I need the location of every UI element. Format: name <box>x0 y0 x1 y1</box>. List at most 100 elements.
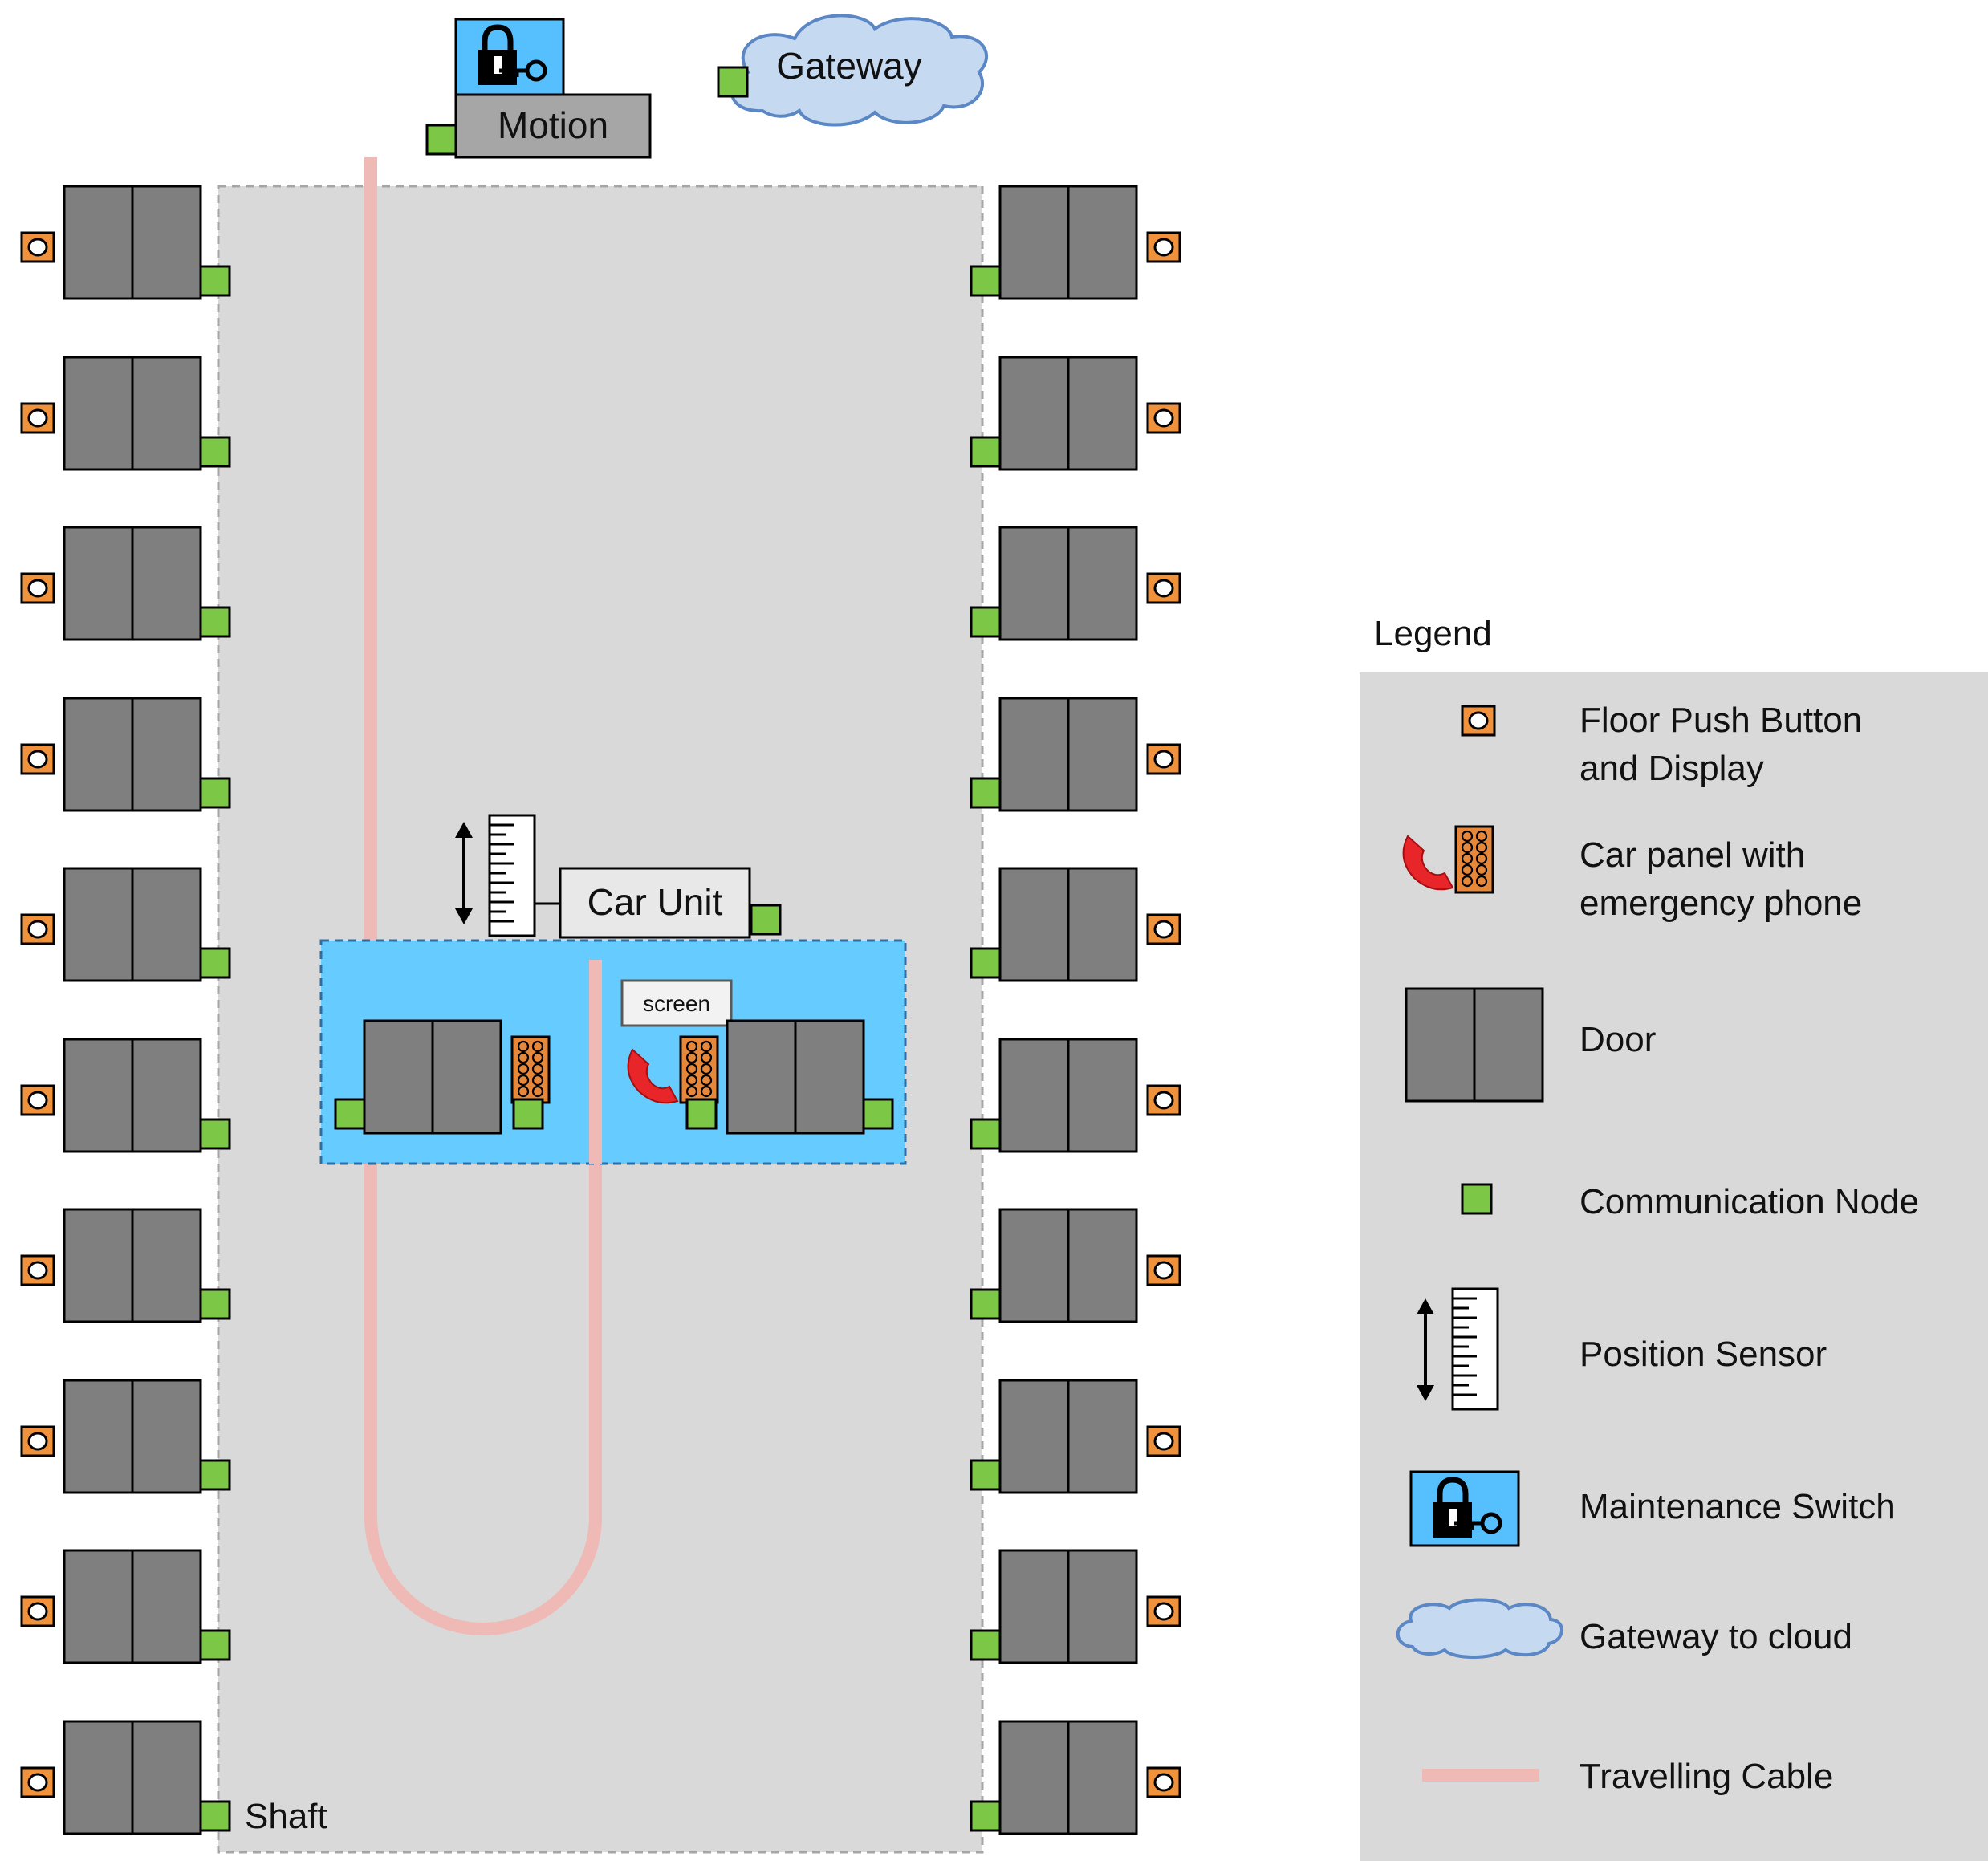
motion-box <box>454 93 652 159</box>
floor-right-1 <box>970 185 1181 300</box>
floor-left-10 <box>20 1720 231 1835</box>
floor-push-button-icon[interactable] <box>20 572 55 604</box>
left-floors <box>20 185 231 1835</box>
floor-right-8 <box>970 1379 1181 1494</box>
communication-node <box>512 1098 544 1130</box>
shaft-label: Shaft <box>245 1797 327 1836</box>
floor-push-button-icon[interactable] <box>1146 1084 1181 1116</box>
communication-node <box>717 66 749 98</box>
floor-push-button-icon[interactable] <box>20 231 55 263</box>
floor-push-button-icon[interactable] <box>1146 572 1181 604</box>
legend-item-car-panel: Car panel with emergency phone <box>1402 825 1862 923</box>
floor-left-3 <box>20 526 231 641</box>
floor-right-6 <box>970 1038 1181 1153</box>
floor-right-4 <box>970 697 1181 812</box>
right-floors <box>970 185 1181 1835</box>
floor-door <box>998 1720 1138 1835</box>
legend-item-position-sensor: Position Sensor <box>1415 1287 1827 1411</box>
svg-text:Car panel with emergen: Car panel with emergency phone <box>1579 835 1862 923</box>
svg-text:Floor Push Button and: Floor Push Button and Display <box>1579 701 1872 788</box>
communication-node <box>199 1118 231 1150</box>
floor-door <box>63 697 202 812</box>
communication-node <box>970 1800 1002 1832</box>
legend: Legend Floor Push Button and Display Car… <box>1360 614 1988 1861</box>
legend-label: Maintenance Switch <box>1579 1487 1896 1526</box>
floor-push-button-icon[interactable] <box>20 1084 55 1116</box>
floor-door <box>63 185 202 300</box>
floor-push-button-icon[interactable] <box>1146 1425 1181 1457</box>
motion-unit: Motion <box>425 18 652 159</box>
communication-node <box>199 1459 231 1491</box>
floor-right-7 <box>970 1208 1181 1323</box>
floor-door <box>998 1549 1138 1664</box>
floor-push-button-icon[interactable] <box>1146 402 1181 434</box>
legend-label: Communication Node <box>1579 1182 1919 1221</box>
communication-node <box>199 1288 231 1320</box>
floor-push-button-icon[interactable] <box>1146 231 1181 263</box>
floor-push-button-icon[interactable] <box>20 1766 55 1798</box>
floor-push-button-icon[interactable] <box>20 743 55 775</box>
floor-left-4 <box>20 697 231 812</box>
communication-node <box>970 1629 1002 1661</box>
legend-label: and Display <box>1579 749 1764 788</box>
communication-node <box>199 1629 231 1661</box>
floor-door <box>63 1549 202 1664</box>
communication-node <box>970 777 1002 809</box>
floor-push-button-icon[interactable] <box>1146 1254 1181 1286</box>
legend-item-travelling-cable: Travelling Cable <box>1422 1757 1833 1796</box>
gateway-cloud-icon <box>730 14 988 127</box>
screen-box <box>620 979 733 1027</box>
floor-push-button-icon[interactable] <box>20 1595 55 1627</box>
legend-label: emergency phone <box>1579 884 1862 923</box>
legend-item-communication-node: Communication Node <box>1461 1182 1919 1221</box>
legend-label: Door <box>1579 1020 1656 1059</box>
car-door-right <box>726 1019 865 1135</box>
floor-door <box>998 697 1138 812</box>
floor-door <box>998 1208 1138 1323</box>
legend-label: Floor Push Button <box>1579 701 1862 740</box>
floor-right-10 <box>970 1720 1181 1835</box>
floor-door <box>63 526 202 641</box>
communication-node <box>199 265 231 297</box>
legend-title: Legend <box>1374 614 1492 653</box>
communication-node <box>970 1118 1002 1150</box>
position-sensor-icon <box>1451 1287 1499 1411</box>
communication-node <box>199 1800 231 1832</box>
communication-node <box>970 1459 1002 1491</box>
floor-left-7 <box>20 1208 231 1323</box>
car-unit-label: Car Unit <box>587 881 723 923</box>
floor-right-3 <box>970 526 1181 641</box>
legend-item-floor-push-button: Floor Push Button and Display <box>1461 701 1872 788</box>
communication-node <box>862 1098 894 1130</box>
communication-node <box>334 1098 366 1130</box>
floor-push-button-icon <box>1461 705 1496 737</box>
communication-node <box>970 1288 1002 1320</box>
communication-node <box>970 947 1002 979</box>
floor-push-button-icon[interactable] <box>1146 743 1181 775</box>
car-panel[interactable] <box>679 1035 719 1104</box>
floor-right-5 <box>970 867 1181 982</box>
floor-push-button-icon[interactable] <box>20 1425 55 1457</box>
floor-push-button-icon[interactable] <box>20 913 55 945</box>
communication-node <box>970 436 1002 468</box>
communication-node <box>199 436 231 468</box>
floor-left-9 <box>20 1549 231 1664</box>
floor-door <box>998 185 1138 300</box>
communication-node <box>425 124 457 156</box>
gateway-cloud-icon <box>1396 1598 1563 1659</box>
floor-push-button-icon[interactable] <box>1146 1595 1181 1627</box>
floor-left-2 <box>20 356 231 471</box>
floor-door <box>998 1379 1138 1494</box>
floor-push-button-icon[interactable] <box>20 402 55 434</box>
floor-push-button-icon[interactable] <box>1146 913 1181 945</box>
floor-door <box>998 1038 1138 1153</box>
communication-node <box>199 947 231 979</box>
floor-push-button-icon[interactable] <box>20 1254 55 1286</box>
floor-door <box>63 1038 202 1153</box>
floor-push-button-icon[interactable] <box>1146 1766 1181 1798</box>
floor-left-8 <box>20 1379 231 1494</box>
floor-door <box>63 356 202 471</box>
car-panel[interactable] <box>510 1035 551 1104</box>
floor-door <box>998 526 1138 641</box>
car-unit-box <box>559 867 751 939</box>
